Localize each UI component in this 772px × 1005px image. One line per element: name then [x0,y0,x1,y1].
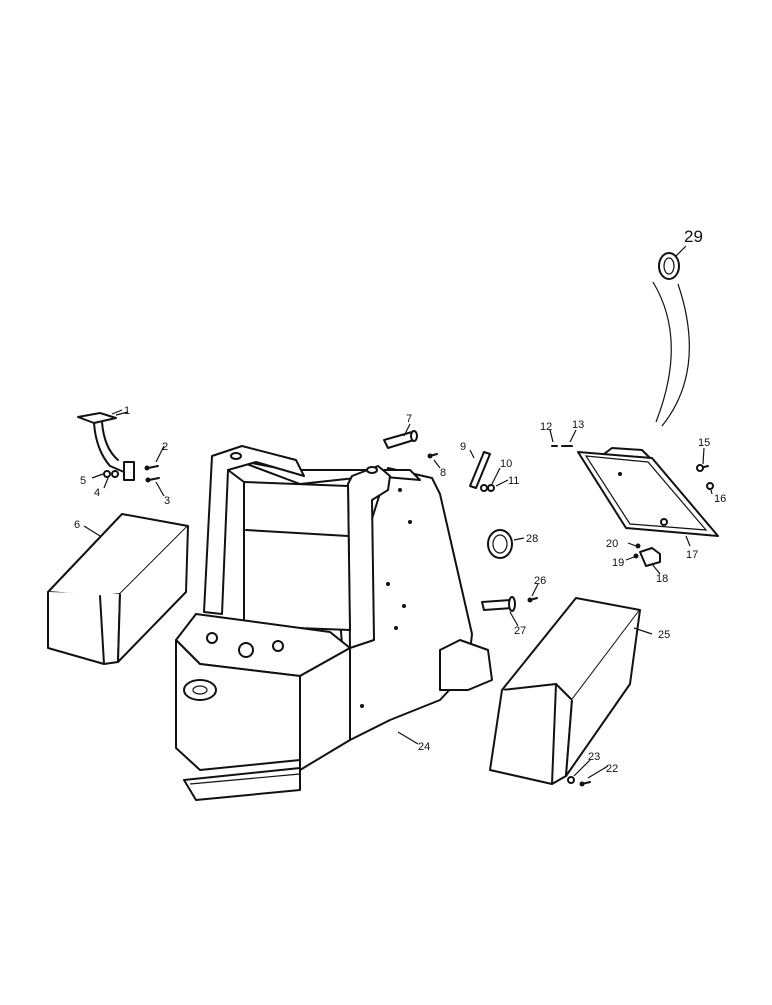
part-28-bushing [487,529,513,559]
part-4-5-washers [103,470,119,478]
callout-19: 19 [612,557,624,569]
callout-9: 9 [460,441,466,453]
callout-6: 6 [74,519,80,531]
callout-13: 13 [572,419,584,431]
part-10-11-washers [480,484,495,492]
callout-22: 22 [606,763,618,775]
part-9-lever [469,451,491,489]
callout-16: 16 [714,493,726,505]
callout-1: 1 [124,405,130,417]
callout-8: 8 [440,467,446,479]
callout-7: 7 [406,413,412,425]
callout-24: 24 [418,741,430,753]
callout-18: 18 [656,573,668,585]
part-15-16-bolt-washer [696,464,714,490]
part-1-step-bracket [77,411,135,481]
callout-5: 5 [80,475,86,487]
callout-4: 4 [94,487,100,499]
callout-20: 20 [606,538,618,550]
callout-2: 2 [162,441,168,453]
callout-26: 26 [534,575,546,587]
callout-11: 11 [508,475,519,487]
leader-lines [83,409,713,779]
part-26-bolt [527,597,538,603]
callout-15: 15 [698,437,710,449]
callout-12: 12 [540,421,552,433]
part-29-seal [652,245,690,427]
part-27-pin [481,596,516,612]
callout-3: 3 [164,495,170,507]
part-22-23-bolt-washer [567,776,591,787]
part-24-main-frame [175,445,493,801]
part-6-left-fender [47,513,189,665]
part-17-cover-plate [577,447,719,537]
part-19-20-fasteners [633,543,641,559]
callout-27: 27 [514,625,526,637]
callout-23: 23 [588,751,600,763]
callout-17: 17 [686,549,698,561]
part-25-right-fender [489,597,641,785]
callout-labels: 1 2 3 4 5 6 7 8 9 10 11 12 13 15 16 17 1… [74,227,726,775]
part-2-3-bolts [144,465,160,483]
callout-28: 28 [526,533,538,545]
part-7-pin [383,430,418,449]
callout-29: 29 [684,227,703,246]
part-8-bolt [427,453,438,459]
part-18-clip [639,547,661,567]
callout-10: 10 [500,458,512,470]
callout-25: 25 [658,629,670,641]
